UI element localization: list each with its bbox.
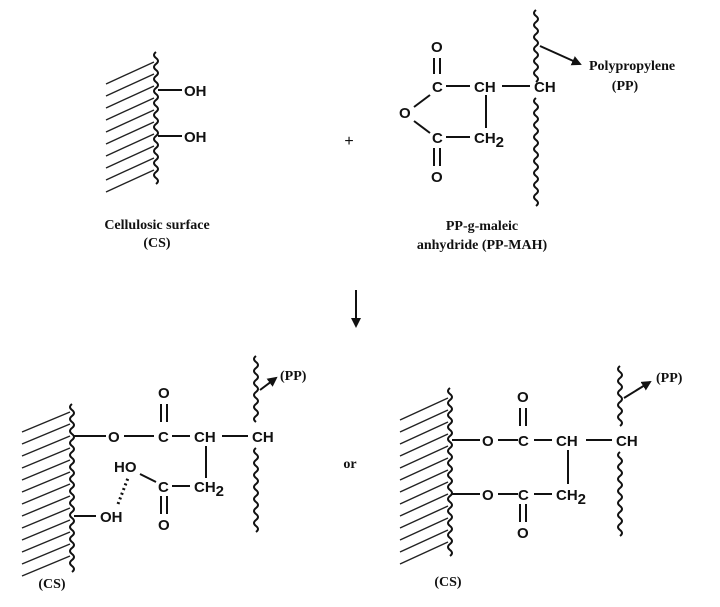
label-pp-right: (PP) — [656, 371, 683, 386]
ring-oxygen: O — [399, 105, 411, 122]
pp-chain-wavy — [533, 9, 539, 207]
carbonyl-carbon-left: C — [158, 429, 169, 446]
label-pp-top: (PP) — [612, 79, 639, 94]
caption-cs-right: (CS) — [434, 575, 462, 590]
ester-oxygen-2: O — [482, 487, 494, 504]
cellulosic-surface-top: OH OH — [105, 51, 207, 193]
label-polypropylene: Polypropylene — [589, 59, 675, 74]
caption-cs-left: (CS) — [38, 577, 66, 592]
surface-hydroxyl: OH — [100, 509, 123, 526]
product-left: O O C CH CH CH2 C HO O OH — [21, 355, 278, 577]
polymer-ch-left: CH — [252, 429, 274, 446]
hydroxyl-2: OH — [184, 129, 207, 146]
pp-chain-wavy-left — [253, 355, 259, 533]
ester-oxygen-1: O — [482, 433, 494, 450]
methine-ch-right: CH — [556, 433, 578, 450]
surface-wavy-edge-right — [447, 387, 453, 557]
acid-hydroxyl: HO — [114, 459, 137, 476]
pp-mah-molecule: O C CH CH O C CH2 O — [399, 9, 582, 207]
caption-pp-g-maleic: PP-g-maleic — [446, 219, 518, 234]
caption-cs-top: (CS) — [143, 236, 171, 251]
carbonyl-carbon-right-1: C — [518, 433, 529, 450]
acid-carbonyl-oxygen: O — [158, 517, 170, 534]
caption-anhydride: anhydride (PP-MAH) — [417, 238, 548, 253]
label-pp-left: (PP) — [280, 369, 307, 384]
surface-hatching-left — [21, 411, 71, 577]
carbonyl-oxygen-left: O — [158, 385, 170, 402]
or-separator: or — [343, 457, 356, 472]
arrow-to-polypropylene — [539, 45, 582, 66]
carbonyl-oxygen-bottom: O — [431, 169, 443, 186]
polymer-ch: CH — [534, 79, 556, 96]
pp-chain-wavy-right — [617, 365, 623, 537]
carbonyl-oxygen-right-bottom: O — [517, 525, 529, 542]
plus-sign: + — [344, 133, 353, 150]
caption-cellulosic-surface: Cellulosic surface — [104, 218, 209, 233]
methylene-ch2: CH2 — [474, 130, 504, 151]
arrow-to-pp-left — [259, 376, 278, 391]
surface-wavy-edge — [153, 51, 159, 185]
polymer-ch-right: CH — [616, 433, 638, 450]
surface-hatching-right — [399, 397, 449, 565]
product-right: O O C CH CH O C CH2 O — [399, 365, 652, 565]
methine-ch: CH — [474, 79, 496, 96]
surface-hatching — [105, 61, 155, 193]
carbonyl-oxygen-top: O — [431, 39, 443, 56]
ester-oxygen: O — [108, 429, 120, 446]
acid-carbon: C — [158, 479, 169, 496]
carbon-c2: C — [432, 130, 443, 147]
hydroxyl-1: OH — [184, 83, 207, 100]
carbonyl-oxygen-right-top: O — [517, 389, 529, 406]
surface-wavy-edge-left — [69, 403, 75, 573]
arrow-to-pp-right — [623, 380, 652, 399]
methylene-ch2-left: CH2 — [194, 479, 224, 500]
carbon-c1: C — [432, 79, 443, 96]
hydrogen-bond — [116, 477, 130, 505]
carbonyl-carbon-right-2: C — [518, 487, 529, 504]
methylene-ch2-right: CH2 — [556, 487, 586, 508]
methine-ch-left: CH — [194, 429, 216, 446]
